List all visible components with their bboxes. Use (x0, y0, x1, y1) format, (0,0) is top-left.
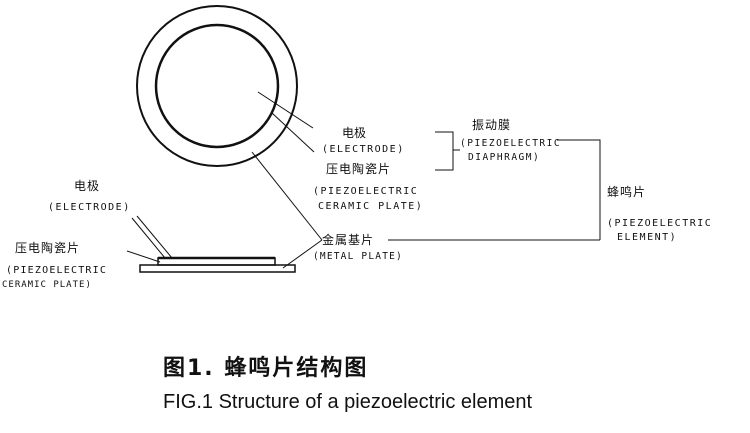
metal-plate-leader-line-top (251, 151, 323, 241)
caption-english: FIG.1 Structure of a piezoelectric eleme… (163, 391, 533, 413)
ceramic-side-en-2: CERAMIC PLATE) (2, 280, 92, 290)
electrode-leader-line (257, 91, 314, 129)
element-bracket (557, 139, 601, 240)
electrode-top-en: (ELECTRODE) (322, 144, 405, 155)
metal-cn: 金属基片 (322, 232, 374, 247)
ceramic-plate-inner-circle (154, 23, 280, 149)
side-electrode-leader-2 (136, 215, 173, 259)
ceramic-side-cn: 压电陶瓷片 (15, 240, 80, 255)
ceramic-top-cn: 压电陶瓷片 (326, 161, 391, 176)
diaphragm-en-1: (PIEZOELECTRIC (460, 138, 561, 149)
ceramic-leader-line (271, 112, 315, 153)
metal-en: (METAL PLATE) (313, 251, 403, 262)
electrode-side-cn: 电极 (74, 179, 100, 193)
caption-chinese: 图1. 蜂鸣片结构图 (163, 356, 369, 381)
electrode-top-cn: 电极 (342, 126, 366, 140)
ceramic-side-en-1: (PIEZOELECTRIC (6, 265, 107, 276)
element-en-1: (PIEZOELECTRIC (607, 218, 712, 229)
element-en-2: ELEMENT) (617, 232, 677, 243)
metal-plate-outer-circle (136, 5, 298, 167)
diaphragm-cn: 振动膜 (472, 118, 511, 132)
metal-plate-leader-line-side (282, 239, 323, 269)
element-cn: 蜂鸣片 (607, 184, 646, 199)
diaphragm-en-2: DIAPHRAGM) (468, 152, 540, 163)
ceramic-top-en-1: (PIEZOELECTRIC (313, 186, 418, 197)
side-metal-plate (139, 264, 296, 273)
side-electrode-leader-1 (131, 217, 166, 259)
electrode-side-en: (ELECTRODE) (48, 202, 131, 213)
ceramic-top-en-2: CERAMIC PLATE) (318, 201, 423, 212)
side-ceramic-leader (126, 250, 161, 263)
diaphragm-bracket (435, 131, 454, 171)
